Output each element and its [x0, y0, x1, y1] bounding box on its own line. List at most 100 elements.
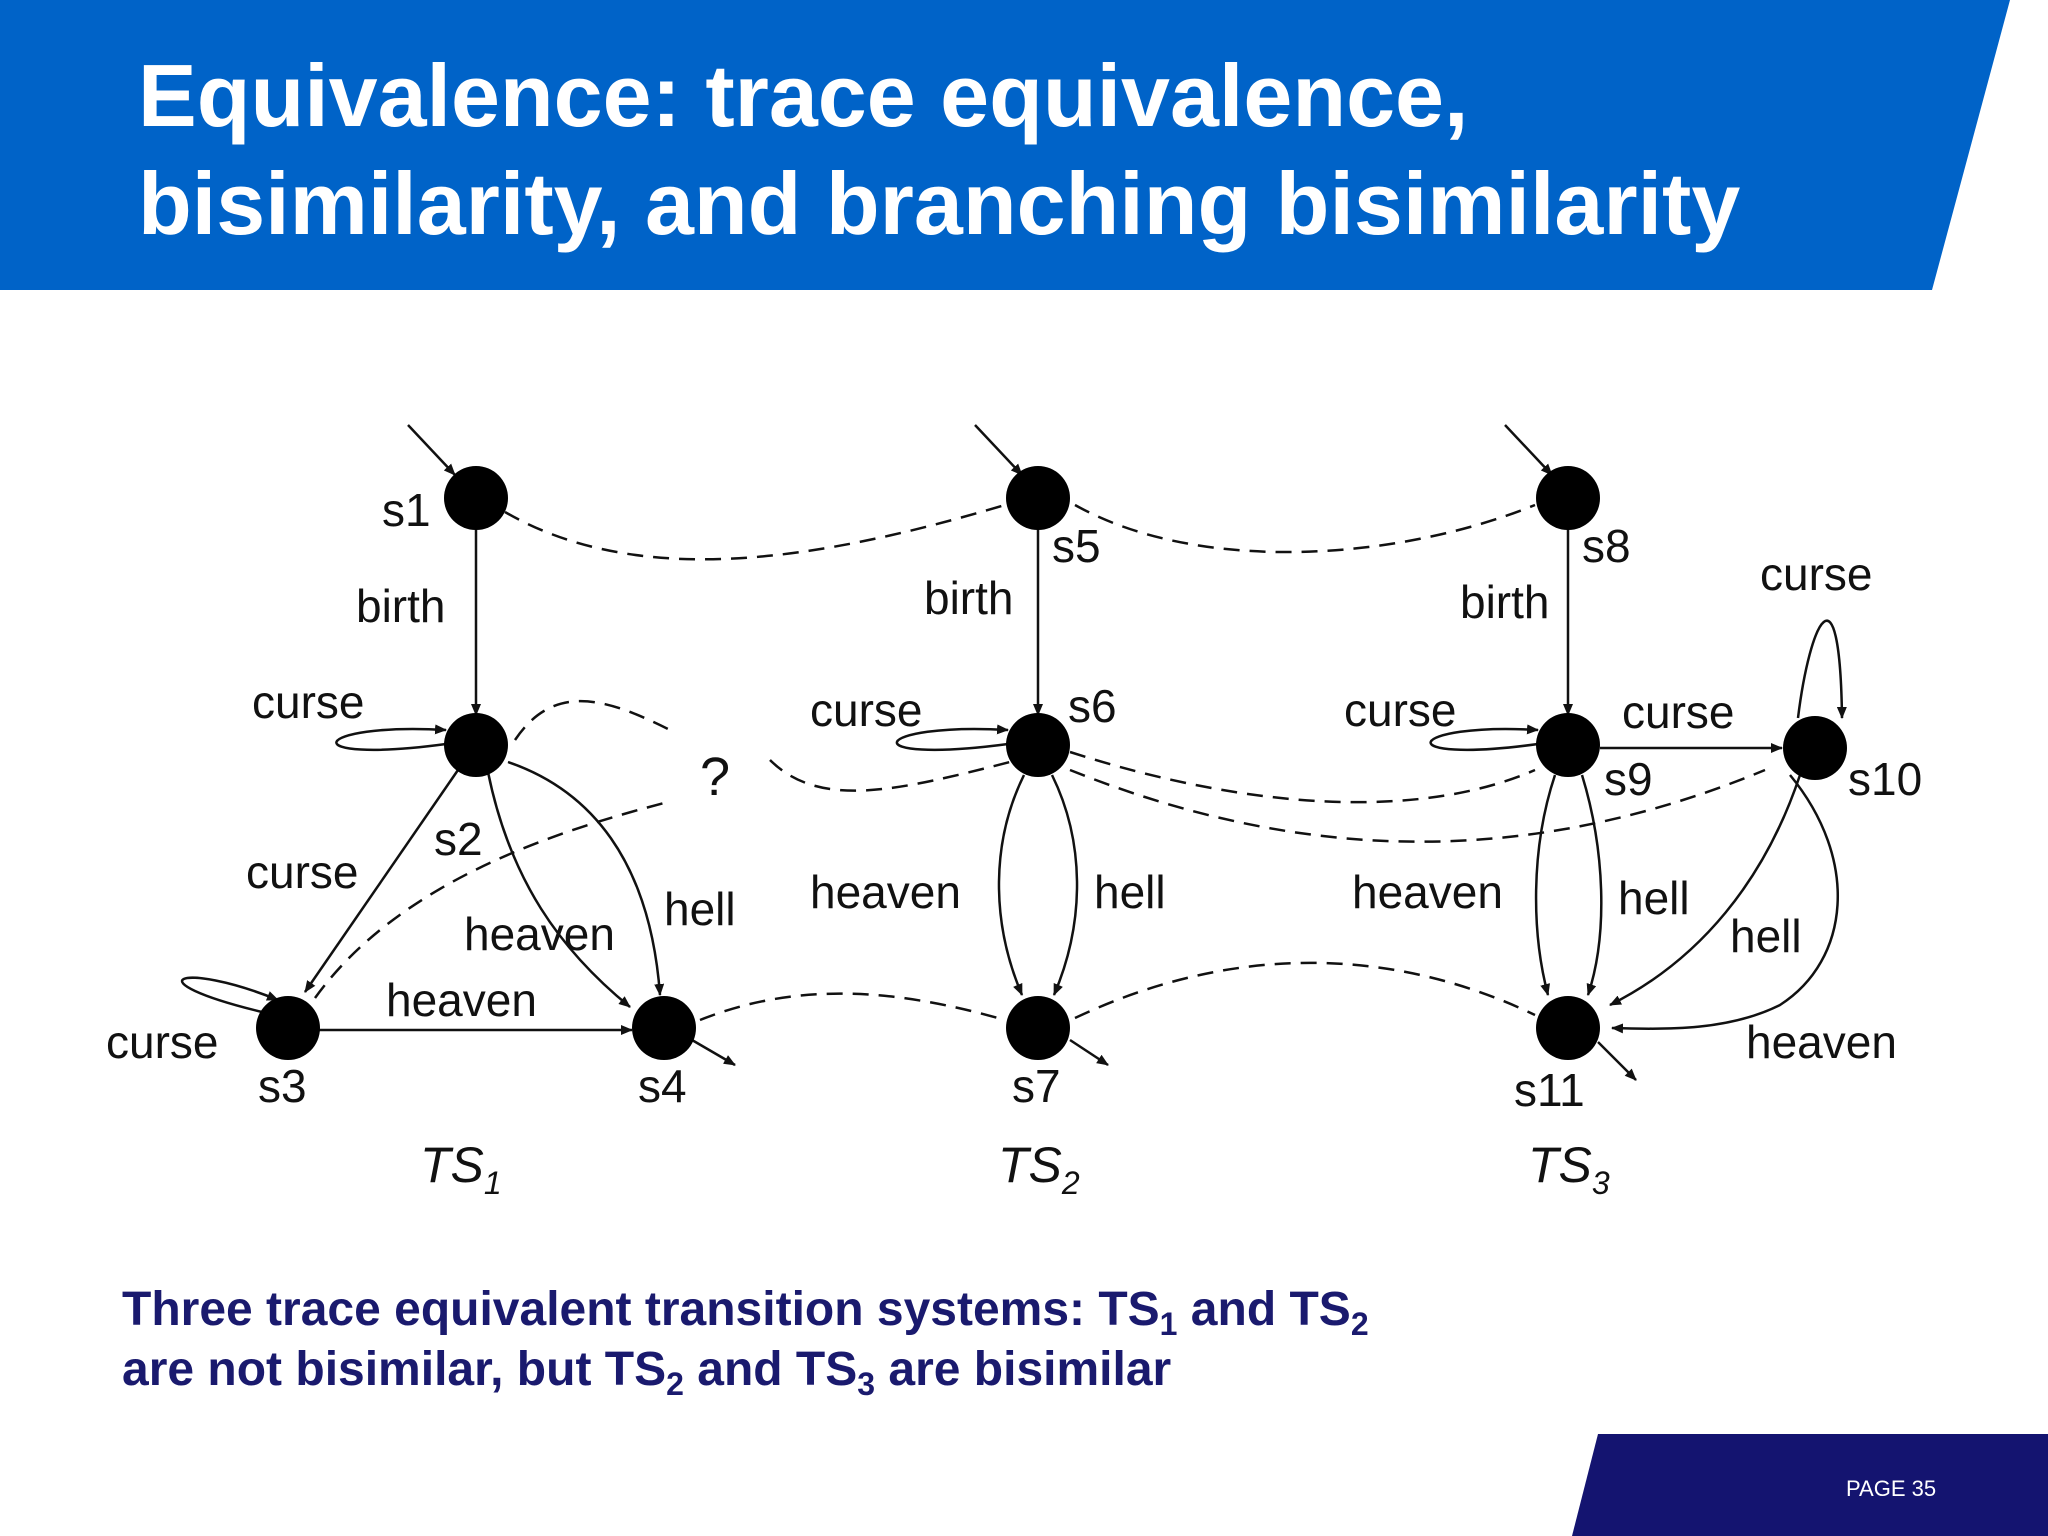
label-s5-s6-birth: birth	[924, 572, 1013, 624]
caption-line-2-a: are not bisimilar, but TS	[122, 1343, 667, 1396]
label-s8-s9-birth: birth	[1460, 576, 1549, 628]
state-label-s10: s10	[1848, 753, 1922, 805]
state-s2	[444, 713, 508, 777]
initial-arrow-s8	[1504, 424, 1553, 476]
system-name-ts1-main: TS	[420, 1137, 484, 1193]
edge-s6-loop-curse	[895, 724, 1009, 752]
initial-arrow-s1	[407, 424, 456, 476]
label-s3-s4-heaven: heaven	[386, 974, 537, 1026]
caption-line-1-a: Three trace equivalent transition system…	[122, 1283, 1160, 1336]
state-s11	[1536, 996, 1600, 1060]
system-name-ts1-sub: 1	[484, 1165, 502, 1201]
relation-links	[313, 503, 1766, 1022]
state-label-s4: s4	[638, 1060, 687, 1112]
label-s6-loop-curse: curse	[810, 684, 922, 736]
title-banner	[0, 0, 2010, 290]
slide-title-line-1: Equivalence: trace equivalence,	[138, 46, 1469, 145]
system-name-ts2-sub: 2	[1061, 1165, 1080, 1201]
state-label-s8: s8	[1582, 520, 1631, 572]
system-name-ts2-main: TS	[998, 1137, 1062, 1193]
state-label-s7: s7	[1012, 1060, 1061, 1112]
system-name-ts2: TS2	[998, 1137, 1080, 1201]
state-s1	[444, 466, 508, 530]
label-s10-loop-curse: curse	[1760, 548, 1872, 600]
question-mark: ?	[700, 747, 730, 807]
state-label-s3: s3	[258, 1060, 307, 1112]
state-label-s2: s2	[434, 813, 483, 865]
label-s9-s11-heaven: heaven	[1352, 866, 1503, 918]
relation-s4-s7	[699, 992, 1006, 1022]
edge-s10-loop-curse	[1796, 619, 1847, 719]
label-s2-loop-curse: curse	[252, 676, 364, 728]
page-number: PAGE 35	[1846, 1476, 1937, 1501]
label-s9-loop-curse: curse	[1344, 684, 1456, 736]
relation-s1-s5	[504, 503, 1006, 561]
transition-labels: birth curse curse heaven hell curse heav…	[106, 548, 1897, 1068]
label-s10-s11-heaven: heaven	[1746, 1016, 1897, 1068]
caption-line-1-b: and TS	[1177, 1283, 1351, 1336]
label-s9-s11-hell: hell	[1618, 872, 1690, 924]
relation-s2-s6	[513, 699, 671, 741]
relation-s6-s9	[1069, 750, 1536, 804]
label-s6-s7-heaven: heaven	[810, 866, 961, 918]
edge-s9-s11-hell	[1580, 774, 1603, 996]
state-s6	[1006, 713, 1070, 777]
caption-line-1-sub-1: 1	[1159, 1306, 1178, 1342]
state-label-s6: s6	[1068, 680, 1117, 732]
edge-s2-s3-curse	[303, 769, 460, 993]
edge-s4-exit	[691, 1038, 736, 1067]
label-s3-loop-curse: curse	[106, 1016, 218, 1068]
state-labels: s1 s2 s3 s4 s5 s6 s7 s8 s9 s10 s11	[258, 484, 1922, 1116]
label-s10-s11-hell: hell	[1730, 910, 1802, 962]
system-name-ts3: TS3	[1528, 1137, 1610, 1201]
state-s8	[1536, 466, 1600, 530]
label-s2-s3-curse: curse	[246, 846, 358, 898]
label-s1-s2-birth: birth	[356, 580, 445, 632]
relation-s2-s6-tail	[769, 759, 1011, 792]
caption-line-2-sub-1: 2	[666, 1366, 684, 1402]
edge-s6-s7-hell	[1050, 774, 1079, 996]
edges	[180, 424, 1847, 1081]
label-s2-s4-heaven: heaven	[464, 908, 615, 960]
title-banner-shape	[0, 0, 2010, 290]
edge-s9-loop-curse	[1429, 724, 1539, 752]
edge-s2-s4-heaven	[486, 771, 631, 1008]
label-s9-s10-curse: curse	[1622, 686, 1734, 738]
caption-line-2-sub-2: 3	[857, 1366, 876, 1402]
state-s4	[632, 996, 696, 1060]
system-name-ts3-sub: 3	[1592, 1165, 1610, 1201]
state-s7	[1006, 996, 1070, 1060]
state-label-s1: s1	[382, 484, 431, 536]
state-label-s9: s9	[1604, 753, 1653, 805]
edge-s11-exit	[1597, 1041, 1637, 1081]
initial-arrow-s5	[974, 424, 1023, 476]
edge-s10-s11-heaven	[1611, 774, 1839, 1034]
system-name-ts1: TS1	[420, 1137, 502, 1201]
edge-s2-loop-curse	[335, 724, 447, 752]
caption-line-2-b: and TS	[683, 1343, 858, 1396]
relation-s3-s6	[313, 800, 669, 999]
states	[256, 466, 1847, 1060]
system-name-ts3-main: TS	[1528, 1137, 1592, 1193]
relation-s7-s11	[1074, 961, 1536, 1020]
relation-s5-s8	[1074, 503, 1536, 554]
label-s2-s4-hell: hell	[664, 883, 736, 935]
state-s3	[256, 996, 320, 1060]
edge-s3-loop-curse	[180, 976, 279, 1014]
state-s10	[1783, 716, 1847, 780]
caption-line-2: are not bisimilar, but TS2 and TS3 are b…	[122, 1343, 1172, 1402]
system-names: TS1 TS2 TS3	[420, 1137, 1610, 1201]
caption-line-1: Three trace equivalent transition system…	[122, 1283, 1369, 1342]
edge-s2-s4-hell	[507, 760, 665, 996]
label-s6-s7-hell: hell	[1094, 866, 1166, 918]
relation-s6-s10	[1069, 768, 1766, 843]
edge-s6-s7-heaven	[997, 774, 1026, 996]
caption-line-1-sub-2: 2	[1350, 1306, 1369, 1342]
caption-line-2-c: are bisimilar	[875, 1343, 1172, 1396]
edge-s10-s11-hell	[1609, 774, 1802, 1007]
state-label-s5: s5	[1052, 520, 1101, 572]
state-s9	[1536, 713, 1600, 777]
edge-s9-s11-heaven	[1534, 774, 1557, 996]
edge-s7-exit	[1069, 1038, 1109, 1067]
